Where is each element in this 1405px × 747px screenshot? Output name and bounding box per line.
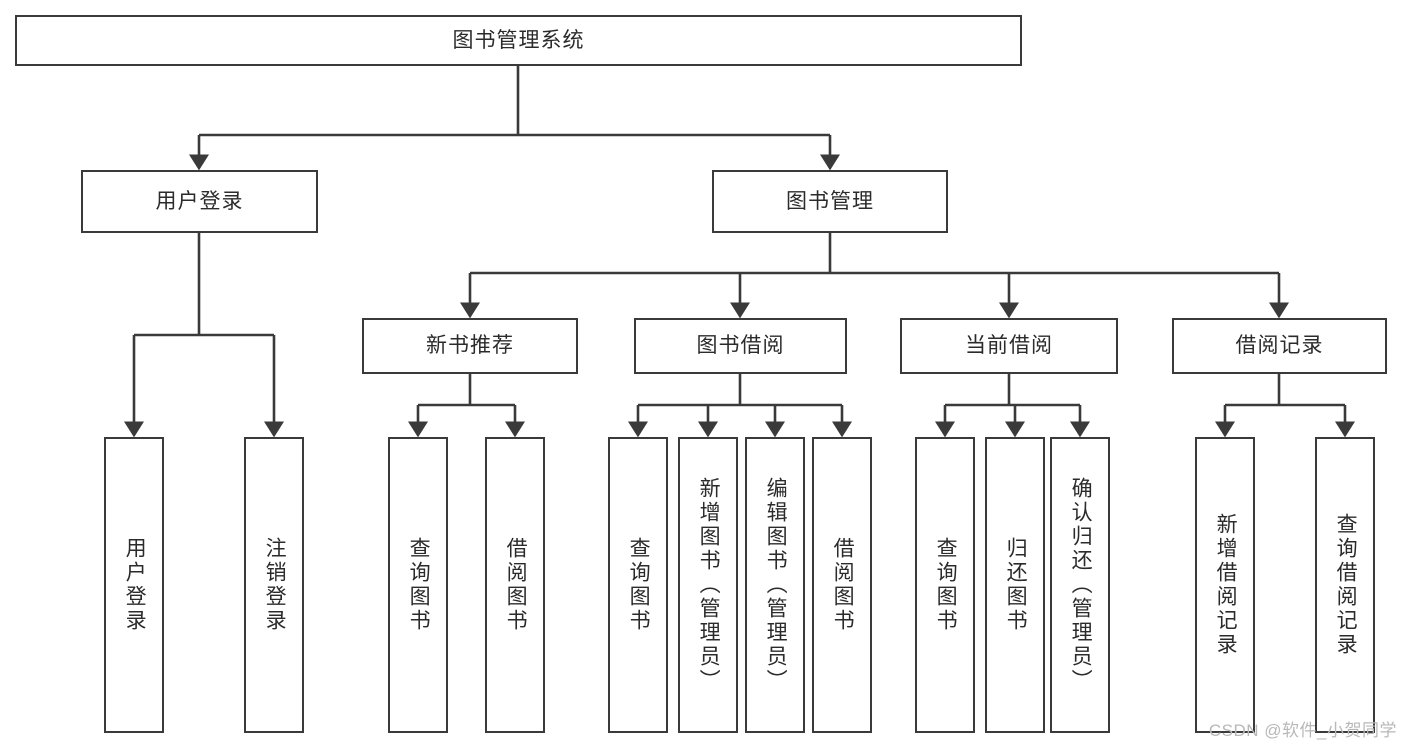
node-root[interactable]: 图书管理系统 (15, 15, 1022, 66)
node-book-borrow[interactable]: 图书借阅 (634, 318, 847, 374)
node-leaf-query-record[interactable]: 查询借阅记录 (1315, 437, 1375, 733)
watermark: CSDN @软件_小贺同学 (1208, 721, 1397, 740)
node-leaf-query-book-1[interactable]: 查询图书 (388, 437, 448, 733)
node-leaf-query-record-label: 查询借阅记录 (1334, 513, 1358, 657)
node-leaf-query-book-2-label: 查询图书 (627, 537, 651, 633)
node-leaf-borrow-book-2-label: 借阅图书 (831, 537, 855, 633)
node-leaf-user-login[interactable]: 用户登录 (104, 437, 164, 733)
node-root-label: 图书管理系统 (452, 28, 585, 52)
node-current-borrow-label: 当前借阅 (965, 334, 1053, 358)
node-leaf-edit-book-label: 编辑图书（管理员） (764, 477, 788, 693)
node-leaf-query-book-2[interactable]: 查询图书 (608, 437, 668, 733)
node-leaf-return-book-label: 归还图书 (1004, 537, 1028, 633)
node-leaf-borrow-book-1[interactable]: 借阅图书 (485, 437, 545, 733)
node-book-manage[interactable]: 图书管理 (712, 170, 948, 233)
node-book-borrow-label: 图书借阅 (696, 334, 785, 358)
node-leaf-borrow-book-2[interactable]: 借阅图书 (812, 437, 872, 733)
node-leaf-confirm-return-label: 确认归还（管理员） (1069, 477, 1093, 693)
node-borrow-record-label: 借阅记录 (1235, 334, 1324, 358)
node-leaf-confirm-return[interactable]: 确认归还（管理员） (1050, 437, 1110, 733)
node-leaf-return-book[interactable]: 归还图书 (985, 437, 1045, 733)
node-user-login-label: 用户登录 (155, 189, 244, 213)
node-leaf-edit-book[interactable]: 编辑图书（管理员） (745, 437, 805, 733)
node-leaf-query-book-3[interactable]: 查询图书 (915, 437, 975, 733)
node-book-manage-label: 图书管理 (786, 189, 874, 213)
node-leaf-borrow-book-1-label: 借阅图书 (504, 537, 528, 633)
node-leaf-logout-label: 注销登录 (263, 537, 287, 633)
node-leaf-add-record[interactable]: 新增借阅记录 (1195, 437, 1255, 733)
node-leaf-user-login-label: 用户登录 (123, 537, 147, 633)
node-new-book-recommend[interactable]: 新书推荐 (362, 318, 578, 374)
node-leaf-add-book[interactable]: 新增图书（管理员） (678, 437, 738, 733)
node-user-login[interactable]: 用户登录 (81, 170, 318, 233)
node-leaf-query-book-3-label: 查询图书 (934, 537, 958, 633)
node-leaf-add-book-label: 新增图书（管理员） (697, 477, 721, 693)
node-leaf-query-book-1-label: 查询图书 (407, 537, 431, 633)
node-leaf-add-record-label: 新增借阅记录 (1214, 513, 1238, 657)
node-leaf-logout[interactable]: 注销登录 (244, 437, 304, 733)
node-new-book-recommend-label: 新书推荐 (426, 334, 514, 358)
node-current-borrow[interactable]: 当前借阅 (900, 318, 1118, 374)
node-borrow-record[interactable]: 借阅记录 (1172, 318, 1387, 374)
